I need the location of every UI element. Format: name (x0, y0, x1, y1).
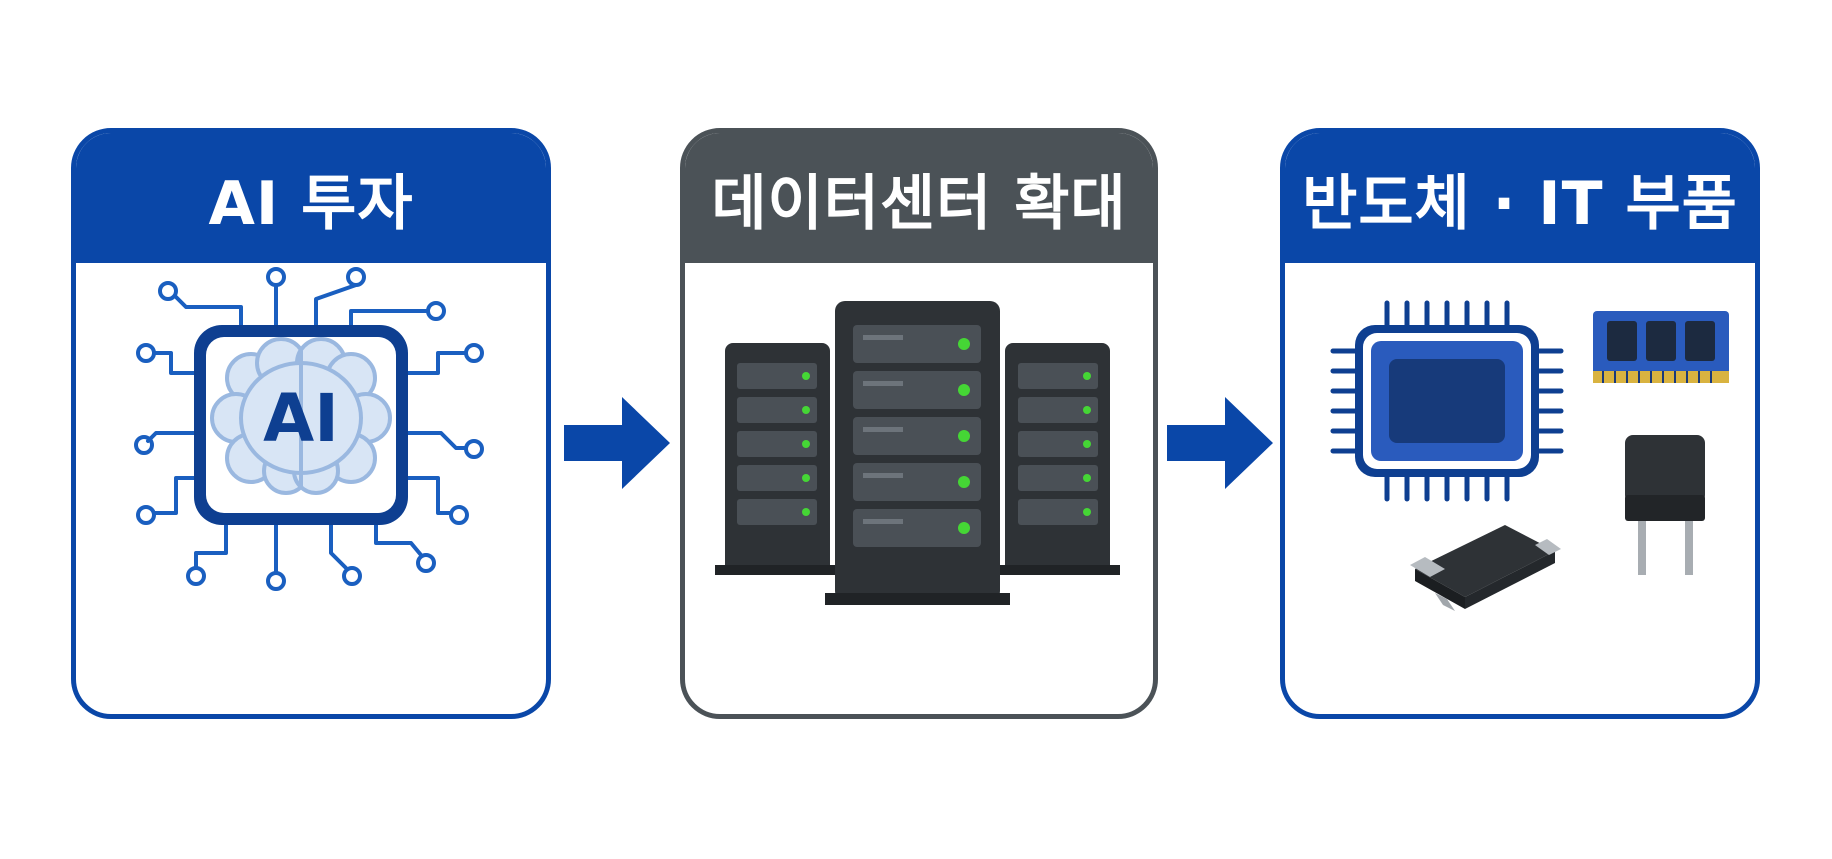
server-racks-icon (715, 301, 1120, 605)
step-title-datacenter-expansion: 데이터센터 확대 (685, 133, 1153, 263)
step-card-ai-investment: AI 투자 (71, 128, 551, 719)
step-title-ai-investment: AI 투자 (76, 133, 546, 263)
step-title-semiconductor-it-parts: 반도체 · IT 부품 (1285, 133, 1755, 263)
ai-chip-label: AI (263, 380, 339, 457)
step-illustration-ai: AI (76, 263, 546, 714)
arrow-right-icon (1167, 397, 1273, 489)
arrow-right-icon (564, 397, 670, 489)
step-card-semiconductor-it-parts: 반도체 · IT 부품 (1280, 128, 1760, 719)
step-illustration-semiconductor (1285, 263, 1755, 714)
step-card-datacenter-expansion: 데이터센터 확대 (680, 128, 1158, 719)
ai-chip-brain-icon: AI (134, 267, 484, 591)
step-illustration-datacenter (685, 263, 1153, 714)
semiconductor-components-icon (1330, 300, 1729, 611)
